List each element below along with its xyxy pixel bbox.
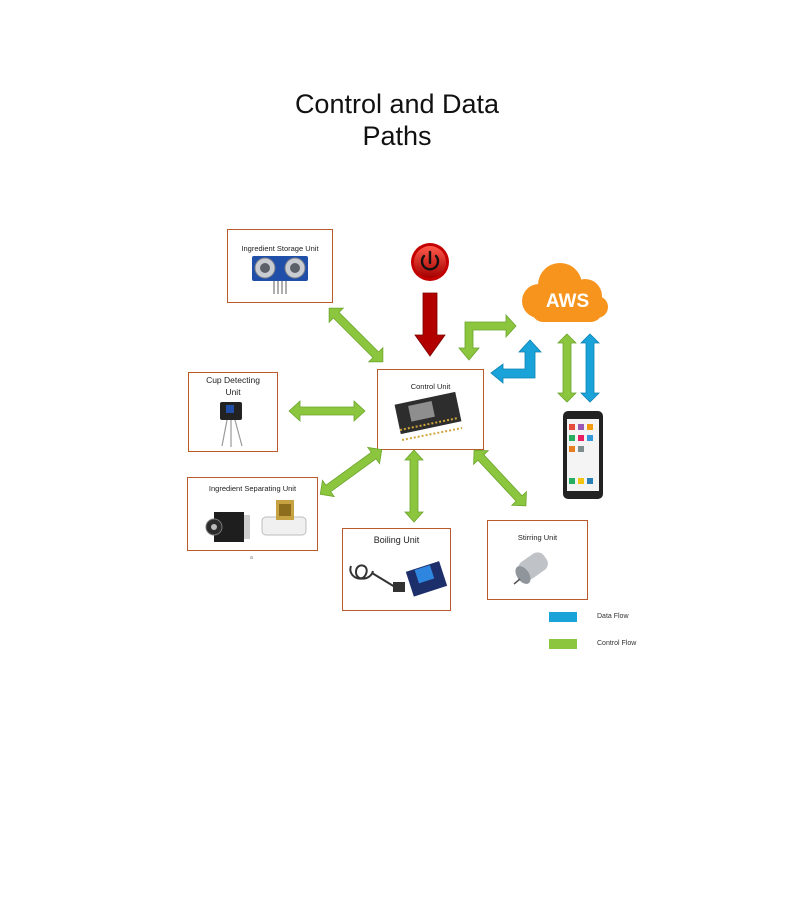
title-line-2: Paths: [362, 121, 432, 151]
power-button-icon: [411, 243, 449, 281]
ingredient-separating-unit-box: Ingredient Separating Unit: [187, 477, 318, 551]
legend-data-flow-swatch: [549, 612, 577, 622]
ingredient-separating-unit-label: Ingredient Separating Unit: [208, 484, 297, 493]
control-flow-arrow-stirring: [473, 449, 527, 507]
boiling-unit-label: Boiling Unit: [373, 535, 420, 545]
legend-control-flow-swatch: [549, 639, 577, 649]
ingredient-storage-unit-box: Ingredient Storage Unit: [227, 229, 333, 303]
smartphone-icon: [563, 411, 603, 499]
ir-sensor-icon: [220, 402, 243, 447]
immersion-heater-icon: [349, 564, 405, 592]
control-flow-arrow-storage: [328, 307, 384, 363]
data-flow-arrow-phone: [580, 333, 600, 403]
diagram-title: Control and Data Paths: [200, 88, 594, 152]
control-unit-label: Control Unit: [410, 382, 451, 391]
data-flow-arrow-aws: [490, 339, 542, 384]
small-mark: a: [250, 555, 253, 561]
power-arrow: [414, 292, 446, 357]
ultrasonic-sensor-icon: [252, 256, 308, 294]
control-flow-arrow-cup: [288, 400, 366, 422]
cup-detecting-unit-label-line1: Cup Detecting: [206, 375, 260, 385]
title-line-1: Control and Data: [294, 89, 500, 119]
ingredient-storage-unit-label: Ingredient Storage Unit: [241, 244, 319, 253]
cup-detecting-unit-label-line2: Unit: [225, 387, 241, 397]
microcontroller-board-icon: [394, 391, 463, 441]
dc-motor-icon: [513, 552, 548, 585]
control-flow-arrow-aws: [458, 313, 517, 361]
control-flow-arrow-boiling: [404, 449, 424, 523]
control-flow-arrow-phone: [557, 333, 577, 403]
legend-data-flow-label: Data Flow: [597, 613, 629, 620]
control-flow-arrow-separating: [319, 446, 383, 498]
relay-module-icon: [405, 561, 448, 597]
solenoid-valve-icon: [261, 500, 307, 536]
aws-label: AWS: [545, 291, 590, 312]
aws-cloud-icon: [522, 263, 608, 322]
stepper-motor-icon: [205, 512, 250, 542]
legend-control-flow-label: Control Flow: [597, 640, 637, 647]
stirring-unit-label: Stirring Unit: [517, 533, 558, 542]
